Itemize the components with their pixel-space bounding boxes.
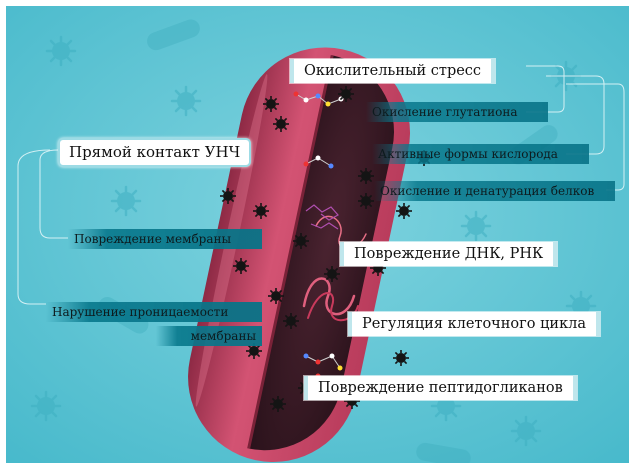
permeability-label-line1: Нарушение проницаемости	[46, 302, 262, 322]
peptidoglycan-damage-label: Повреждение пептидогликанов	[304, 376, 577, 400]
permeability-label-line2: мембраны	[156, 326, 262, 346]
bacterium-mechanism-diagram: Окислительный стресс Окисление глутатион…	[6, 6, 629, 463]
ros-label: Активные формы кислорода	[372, 144, 589, 164]
protein-oxidation-label: Окисление и денатурация белков	[374, 181, 615, 201]
direct-contact-label: Прямой контакт УНЧ	[58, 138, 251, 167]
glutathione-oxidation-label: Окисление глутатиона	[366, 102, 548, 122]
membrane-damage-label: Повреждение мембраны	[68, 229, 262, 249]
cell-cycle-label: Регуляция клеточного цикла	[348, 312, 600, 336]
dna-rna-damage-label: Повреждение ДНК, РНК	[340, 242, 557, 266]
oxidative-stress-label: Окислительный стресс	[290, 59, 495, 83]
